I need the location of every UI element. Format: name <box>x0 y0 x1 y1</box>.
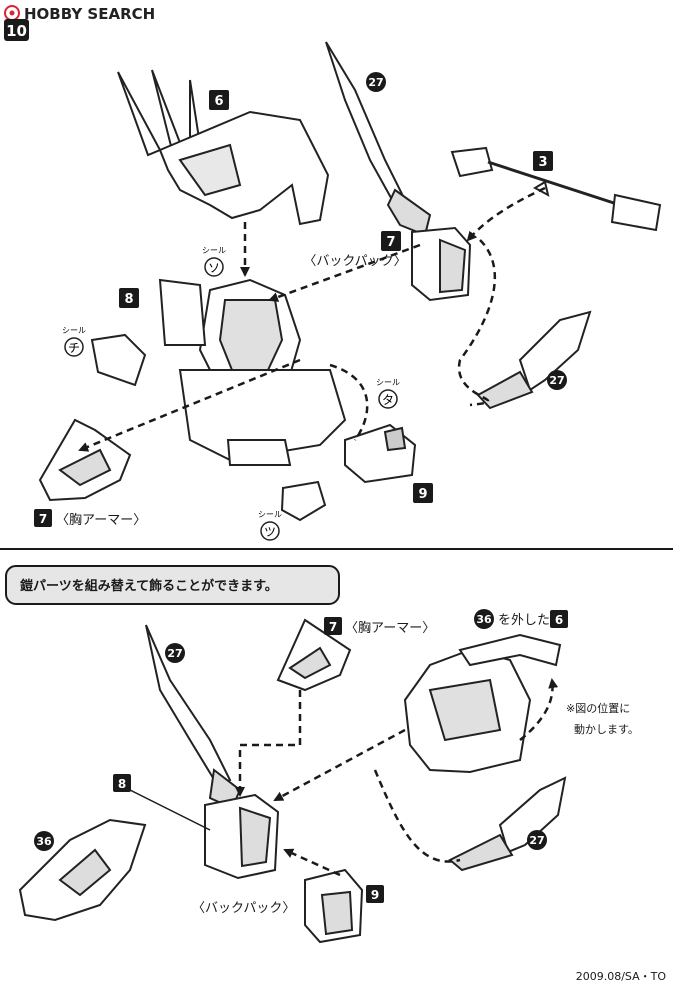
sword-illustration-right-bottom <box>448 776 567 872</box>
part-27-label-c: 27 <box>167 647 182 660</box>
part-36-ref-label: 36 <box>476 613 492 626</box>
helmet-illustration-bottom <box>403 633 562 774</box>
note-line-1: ※図の位置に <box>566 701 630 715</box>
top-labels: 6 27 3 7 〈バックパック〉 8 シール ソ シール チ シール タ 27… <box>34 72 567 541</box>
part-36-label: 36 <box>36 835 52 848</box>
chest-armor-illustration-top <box>38 418 132 502</box>
chest-armor-label-bottom: 〈胸アーマー〉 <box>345 621 435 636</box>
chest-armor-illustration-bottom <box>276 618 352 692</box>
shoulder-part-illustration <box>18 818 147 922</box>
rod-part-illustration <box>450 146 662 232</box>
sword-blade-illustration-top <box>325 41 432 237</box>
part-9-label-bottom: 9 <box>371 888 379 902</box>
part-6-label-bottom: 6 <box>555 613 563 627</box>
seal-sheet-shapes-top <box>90 333 327 522</box>
seal-so-label: ソ <box>208 261 220 275</box>
info-banner: 鎧パーツを組み替えて飾ることができます。 <box>5 565 340 605</box>
watermark-text: HOBBY SEARCH <box>24 5 155 23</box>
part-8-label: 8 <box>124 292 133 307</box>
seal-tsu-caption: シール <box>258 510 282 519</box>
part-27-label-b: 27 <box>549 374 564 387</box>
arm-part-illustration-top <box>344 423 417 484</box>
remove-text: を外した <box>498 613 550 628</box>
assembly-arrows-bottom <box>235 678 559 877</box>
main-body-illustration <box>158 278 347 466</box>
part-8-label-bottom: 8 <box>118 777 126 791</box>
seal-tsu-label: ツ <box>264 525 276 539</box>
footer-code: 2009.08/SA・TO <box>576 970 667 983</box>
seal-chi-caption: シール <box>62 326 86 335</box>
seal-so-caption: シール <box>202 246 226 255</box>
part-27-label-a: 27 <box>368 76 383 89</box>
part-27-label-d: 27 <box>529 834 544 847</box>
banner-text: 鎧パーツを組み替えて飾ることができます。 <box>20 578 278 594</box>
arm-part-illustration-bottom <box>304 868 364 944</box>
assembly-arrows-top <box>78 186 546 452</box>
backpack-illustration-bottom <box>204 793 280 880</box>
step-number: 10 <box>6 22 27 40</box>
note-line-2: 動かします。 <box>574 722 639 736</box>
backpack-illustration-top <box>411 226 472 302</box>
leader-line-part8 <box>129 789 211 831</box>
seal-ta-label: タ <box>382 393 394 407</box>
sword-blade-illustration-bottom <box>145 624 242 810</box>
part-3-label: 3 <box>538 155 547 170</box>
part-7-label-backpack: 7 <box>386 235 395 250</box>
backpack-label-top: 〈バックパック〉 <box>303 254 406 269</box>
chest-armor-label-top: 〈胸アーマー〉 <box>56 513 146 528</box>
backpack-label-bottom: 〈バックパック〉 <box>192 901 295 916</box>
seal-ta-caption: シール <box>376 378 400 387</box>
part-9-label: 9 <box>418 487 427 502</box>
part-7-label-chest: 7 <box>39 512 47 526</box>
seal-chi-label: チ <box>68 341 80 355</box>
helmet-crest-illustration <box>117 69 330 226</box>
bottom-labels: 27 7 〈胸アーマー〉 36 を外した 6 ※図の位置に 動かします。 8 3… <box>34 609 639 916</box>
part-6-label: 6 <box>214 94 223 109</box>
sword-illustration-right-top <box>476 310 592 410</box>
part-7-label-bottom: 7 <box>329 620 337 634</box>
step-number-badge: 10 <box>4 19 29 41</box>
